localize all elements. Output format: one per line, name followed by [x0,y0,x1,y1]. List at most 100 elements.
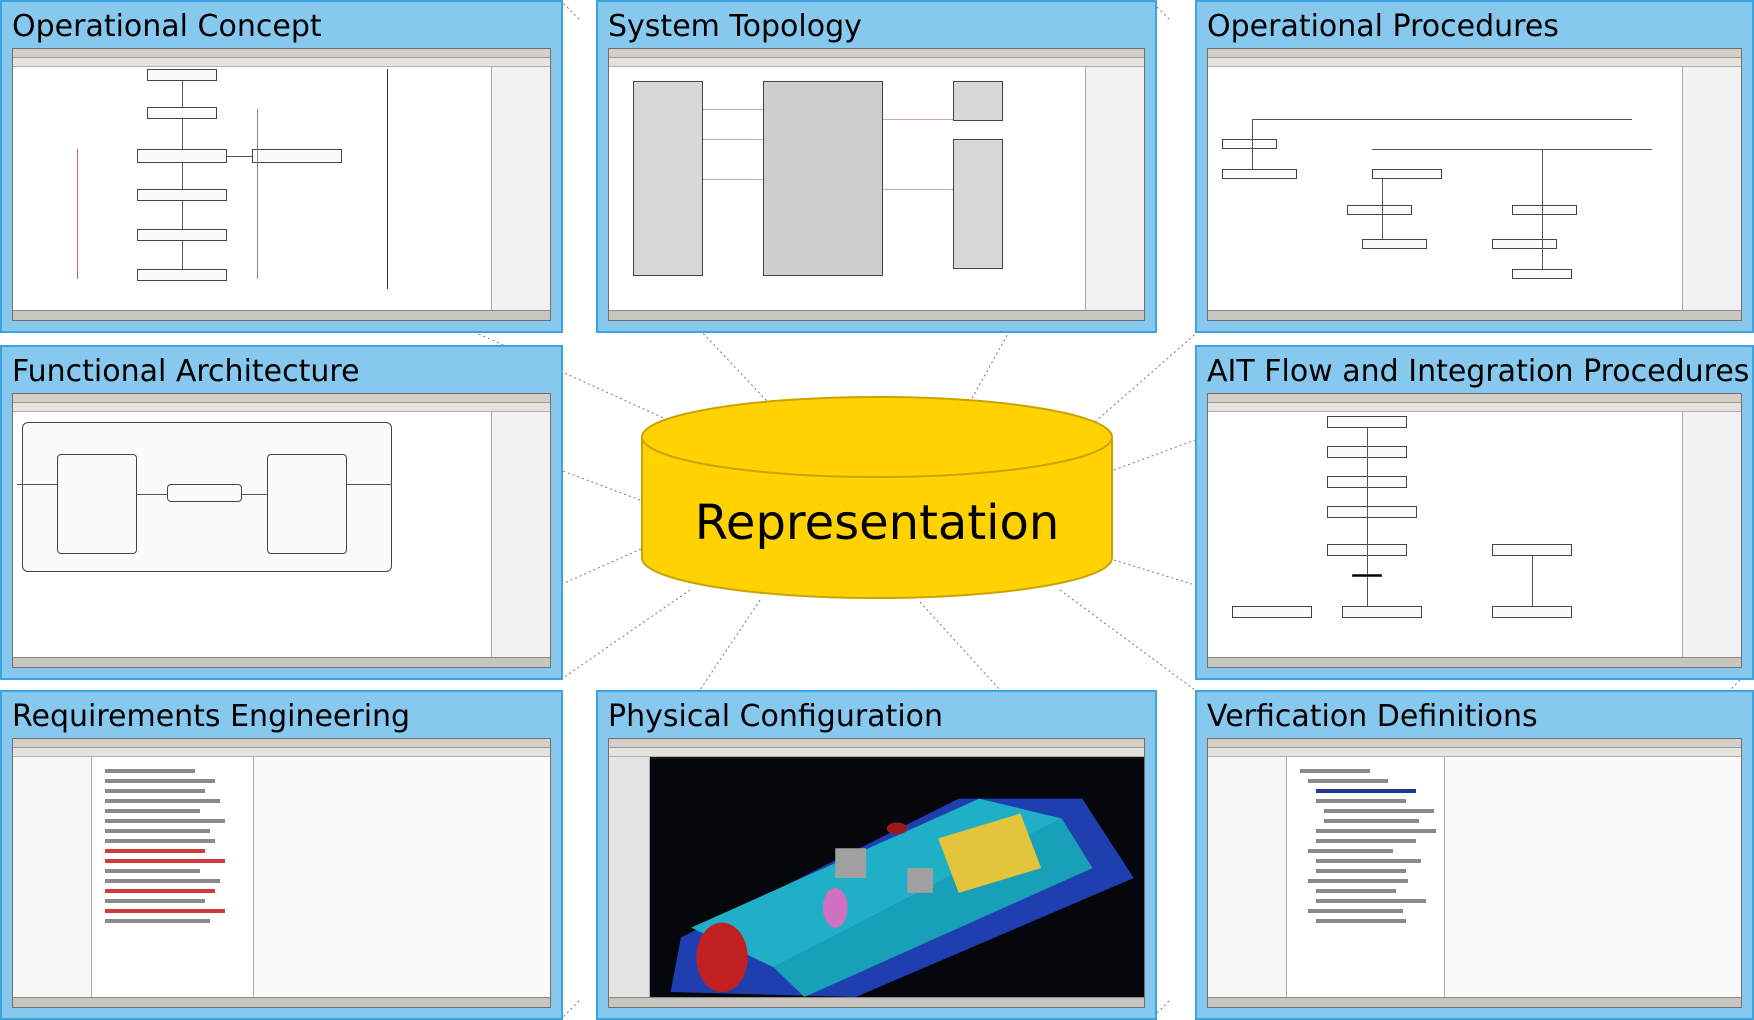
table-row [105,769,195,773]
ait-step [1492,606,1572,618]
representation-cylinder [640,395,1114,600]
state-node [137,189,227,201]
task-bar [1208,657,1741,667]
panel-title: Requirements Engineering [12,699,411,734]
tool-bar [13,403,550,412]
panel-title: Functional Architecture [12,354,360,389]
tree-row [1308,779,1388,783]
tree-row [1316,859,1421,863]
transition [257,109,258,279]
state-diagram [17,69,488,308]
tool-bar [1208,748,1741,757]
palette [1085,67,1144,310]
panel-verification-definitions: Verfication Definitions [1195,690,1754,1020]
function-block [267,454,347,554]
ait-step [1232,606,1312,618]
model-tree [1208,757,1287,997]
panel-title: AIT Flow and Integration Procedures [1207,354,1750,389]
requirements-table [95,759,250,995]
data-flow [17,484,57,485]
tool-bar [13,58,550,67]
topology-diagram [613,69,1082,308]
screenshot-requirements-engineering [12,738,551,1008]
state-node [137,229,227,241]
panel-ait-flow: AIT Flow and Integration Procedures [1195,345,1754,680]
state-node [147,69,217,81]
tree-row [1324,819,1419,823]
table-row [105,879,220,883]
task-bar [13,997,550,1007]
task-bar [1208,310,1741,320]
spacecraft-model [670,798,1134,997]
tree-row [1308,849,1393,853]
menu-bar [13,394,550,403]
tree-row [1316,829,1436,833]
transition [77,149,78,279]
ait-step [1327,416,1407,428]
action-node [1512,205,1577,215]
screenshot-physical-configuration [608,738,1145,1008]
connector-operational-procedures [1079,329,1201,436]
tool-bar [1208,58,1741,67]
task-bar [13,310,550,320]
properties-pane [1444,757,1741,997]
table-row [105,859,225,863]
screenshot-operational-concept [12,48,551,321]
procedure-flow [1212,69,1679,308]
panel-system-topology: System Topology [596,0,1157,333]
menu-bar [609,739,1144,748]
table-row [105,919,210,923]
panel-operational-concept: Operational Concept [0,0,563,333]
tree-row [1308,909,1403,913]
transition [182,119,183,149]
properties-pane [253,757,550,997]
representation-label: Representation [694,495,1060,551]
ait-step [1492,544,1572,556]
palette [1682,412,1741,657]
transition [182,81,183,107]
data-flow [242,494,267,495]
menu-bar [13,739,550,748]
unit-block [763,81,883,276]
connector-requirements [559,589,691,681]
transition [227,156,252,157]
screenshot-verification-definitions [1207,738,1742,1008]
topology-link [703,139,763,140]
table-row [105,829,210,833]
topology-link [883,119,953,120]
model-tree [13,757,92,997]
screenshot-operational-procedures [1207,48,1742,321]
connector-functional-architecture-2 [559,544,651,586]
table-row [105,819,225,823]
connector-verification [1059,589,1196,691]
flow-edge [1252,119,1632,120]
tool-bar [609,58,1144,67]
fork-bar [1352,574,1382,577]
connector-system-topology-right [959,329,1011,421]
task-bar [609,997,1144,1007]
table-row [105,789,205,793]
function-block [167,484,242,502]
menu-bar [1208,739,1741,748]
task-bar [609,310,1144,320]
table-row [105,809,200,813]
flow-edge [1542,149,1543,269]
table-row [105,899,205,903]
palette [491,67,550,310]
panel-physical-configuration: Physical Configuration [596,690,1157,1020]
connector-physical-right [919,601,1001,691]
tree-row [1324,809,1434,813]
3d-view [650,759,1144,997]
state-node [147,107,217,119]
panel-title: Operational Concept [12,9,322,44]
table-row [105,909,225,913]
tool-bar [609,748,1144,757]
connector-functional-architecture [559,469,641,501]
topology-link [883,189,953,190]
table-row [105,889,215,893]
ait-flow-diagram [1212,414,1679,655]
ait-step [1342,606,1422,618]
flow-edge [1532,556,1533,606]
flow-edge [1252,119,1253,169]
cylinder-shape [641,396,1113,599]
